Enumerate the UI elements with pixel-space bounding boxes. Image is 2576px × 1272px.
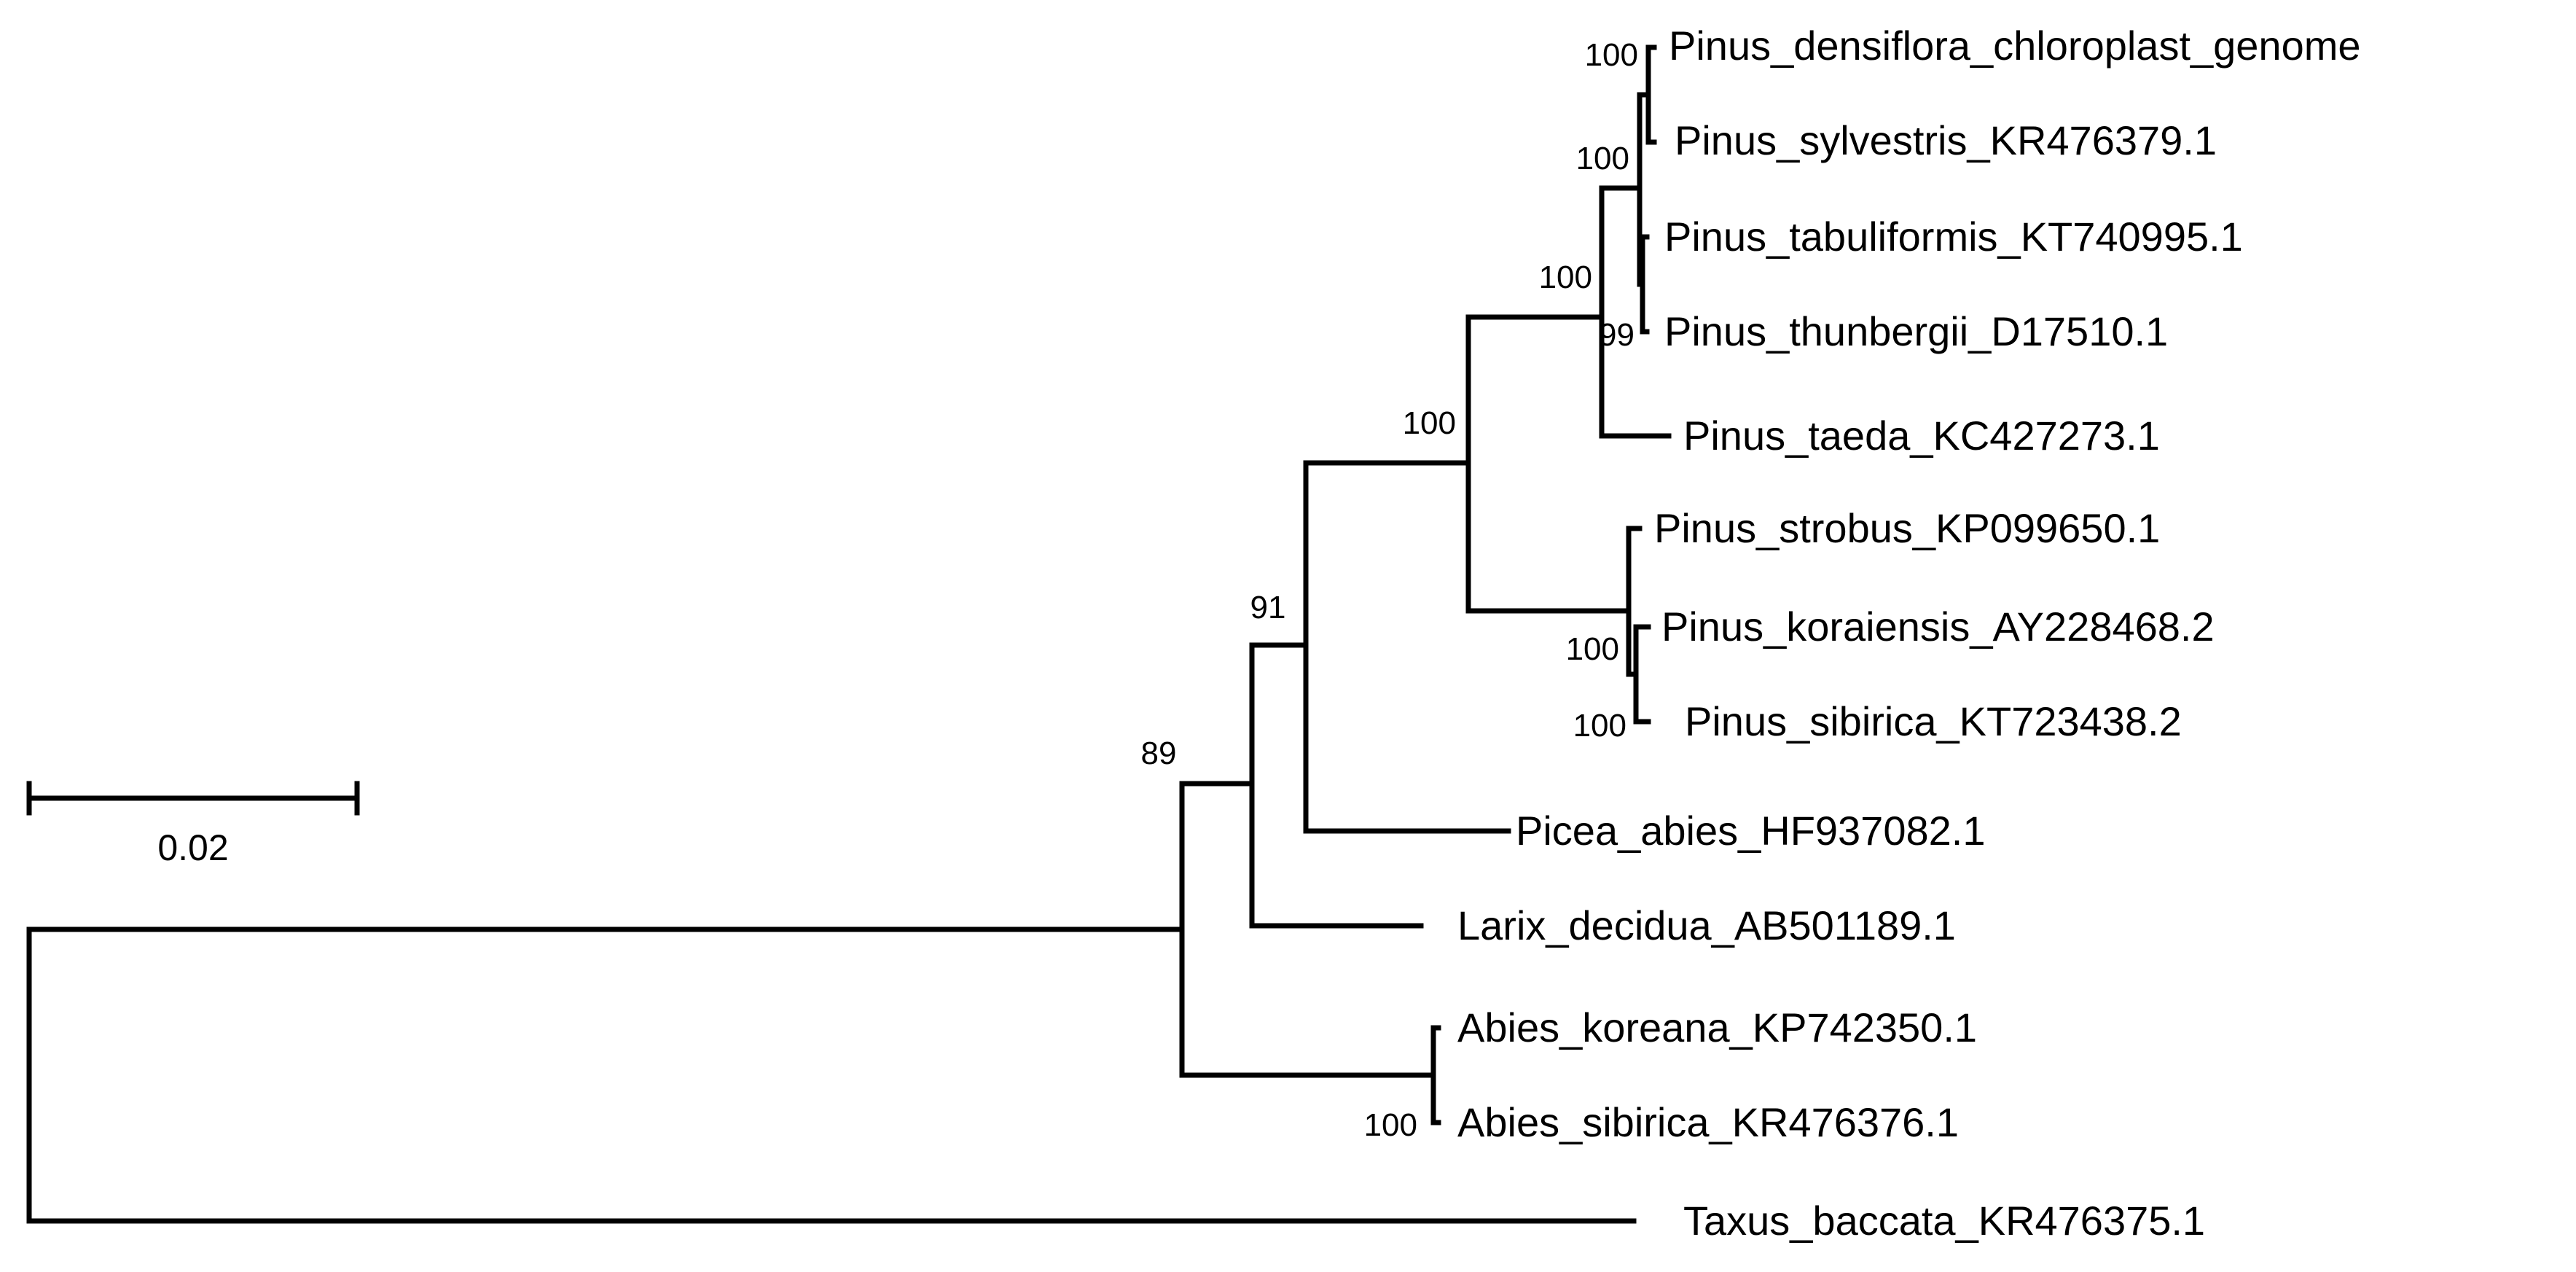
taxon-label-pinus-tabuliformis: Pinus_tabuliformis_KT740995.1 bbox=[1664, 214, 2243, 260]
support-values: 100 100 100 99 100 91 89 100 100 100 bbox=[1141, 37, 1638, 1143]
taxon-label-pinus-taeda: Pinus_taeda_KC427273.1 bbox=[1683, 413, 2160, 459]
taxon-label-larix-decidua: Larix_decidua_AB501189.1 bbox=[1457, 902, 1956, 948]
support-value: 100 bbox=[1566, 631, 1619, 667]
support-value: 89 bbox=[1141, 736, 1177, 771]
taxon-label-picea-abies: Picea_abies_HF937082.1 bbox=[1516, 808, 1985, 854]
taxon-label-abies-koreana: Abies_koreana_KP742350.1 bbox=[1457, 1004, 1977, 1050]
support-value: 100 bbox=[1576, 141, 1629, 176]
support-value: 100 bbox=[1585, 37, 1638, 73]
support-value: 99 bbox=[1599, 317, 1635, 353]
support-value: 100 bbox=[1403, 405, 1456, 441]
taxon-label-pinus-thunbergii: Pinus_thunbergii_D17510.1 bbox=[1664, 308, 2168, 354]
taxon-label-taxus-baccata: Taxus_baccata_KR476375.1 bbox=[1683, 1198, 2205, 1244]
taxon-label-abies-sibirica: Abies_sibirica_KR476376.1 bbox=[1457, 1099, 1959, 1145]
support-value: 91 bbox=[1250, 590, 1286, 625]
support-value: 100 bbox=[1364, 1107, 1417, 1143]
support-value: 100 bbox=[1539, 260, 1592, 295]
scale-bar-label: 0.02 bbox=[157, 827, 228, 868]
taxon-label-pinus-sibirica: Pinus_sibirica_KT723438.2 bbox=[1685, 698, 2182, 744]
scale-bar: 0.02 bbox=[26, 781, 360, 868]
taxon-label-pinus-strobus: Pinus_strobus_KP099650.1 bbox=[1654, 505, 2160, 551]
taxon-label-pinus-densiflora: Pinus_densiflora_chloroplast_genome bbox=[1669, 23, 2361, 69]
tree-branches bbox=[26, 44, 1672, 1224]
support-value: 100 bbox=[1573, 708, 1626, 744]
taxon-label-pinus-sylvestris: Pinus_sylvestris_KR476379.1 bbox=[1675, 117, 2217, 163]
taxon-label-pinus-koraiensis: Pinus_koraiensis_AY228468.2 bbox=[1661, 604, 2215, 649]
taxon-labels: Pinus_densiflora_chloroplast_genome Pinu… bbox=[1457, 23, 2361, 1244]
